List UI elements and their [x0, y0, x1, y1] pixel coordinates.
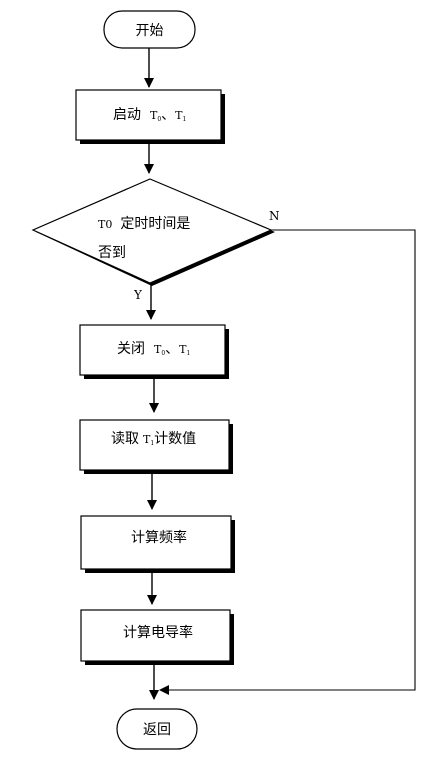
close-timers-t0: T — [154, 343, 162, 356]
svg-text:启动: 启动 — [113, 107, 141, 123]
end-label: 返回 — [143, 722, 171, 738]
process-close-timers: 关闭 T0、T1 — [79, 324, 229, 379]
start-timers-t1-sub: 1 — [183, 116, 187, 123]
start-timers-t0: T — [150, 109, 158, 122]
process-read-count: 读取 T1计数值 — [79, 419, 233, 474]
decision-label-line2: 否到 — [98, 245, 126, 261]
svg-text:T0、T1: T0、T1 — [154, 341, 190, 357]
process-calc-conductivity: 计算电导率 — [80, 609, 234, 665]
read-count-t-sub: 1 — [150, 440, 154, 447]
close-timers-sep: 、 — [165, 341, 179, 357]
no-branch-path — [159, 229, 416, 695]
read-count-t: T — [143, 433, 151, 446]
start-timers-t1: T — [175, 109, 183, 122]
read-count-suffix: 计数值 — [154, 431, 196, 447]
svg-text:T0、T1: T0、T1 — [150, 107, 186, 123]
process-start-timers: 启动 T0、T1 — [75, 89, 225, 144]
start-timers-t0-sub: 0 — [157, 116, 161, 123]
start-timers-label: 启动 — [113, 107, 141, 123]
start-label: 开始 — [136, 23, 164, 39]
calc-frequency-label: 计算频率 — [131, 529, 187, 546]
start-terminal: 开始 — [103, 10, 196, 49]
close-timers-t1: T — [179, 343, 187, 356]
decision-label-latin: T0 — [98, 218, 112, 231]
close-timers-label: 关闭 — [117, 341, 145, 357]
read-count-prefix: 读取 — [111, 430, 139, 447]
calc-conductivity-label: 计算电导率 — [123, 624, 193, 641]
no-label: N — [269, 209, 280, 223]
start-timers-sep: 、 — [161, 107, 175, 123]
decision-timer-elapsed: T0 定时时间是 否到 — [31, 178, 275, 286]
svg-text:关闭: 关闭 — [117, 341, 145, 357]
yes-label: Y — [133, 288, 143, 302]
decision-label-cjk: 定时时间是 — [120, 216, 190, 232]
close-timers-t0-sub: 0 — [161, 350, 165, 357]
process-calc-frequency: 计算频率 — [80, 515, 235, 573]
end-terminal: 返回 — [116, 708, 198, 750]
close-timers-t1-sub: 1 — [187, 350, 191, 357]
